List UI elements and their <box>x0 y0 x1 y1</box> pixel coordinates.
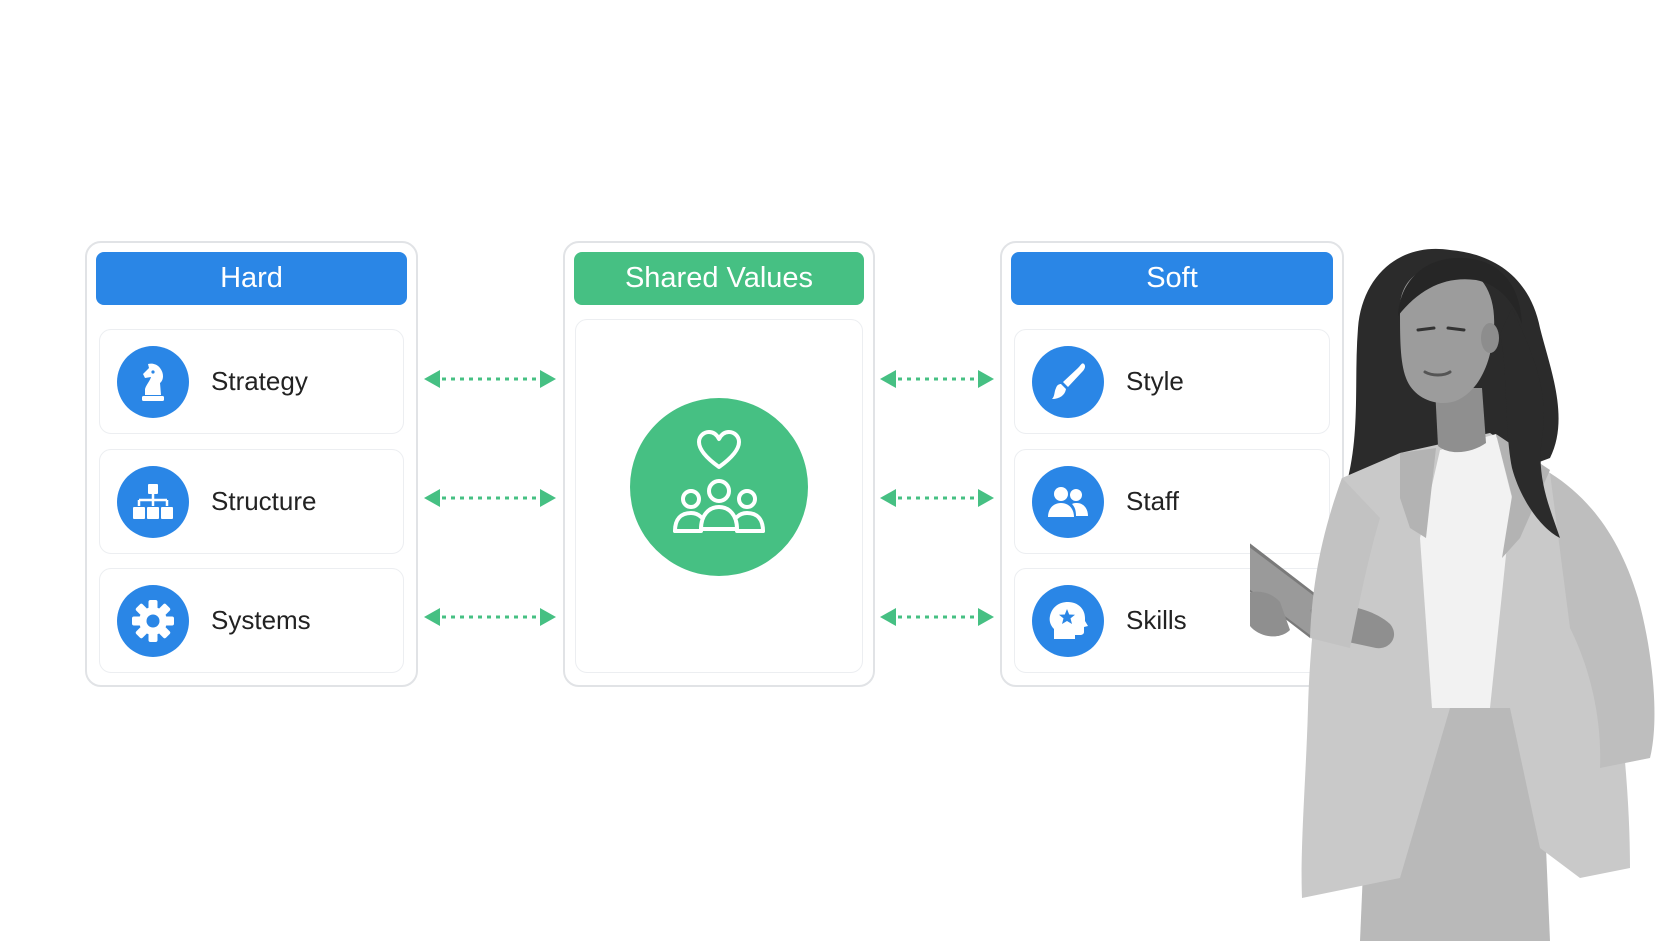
arrow-strategy-shared <box>424 370 556 388</box>
shared-values-header: Shared Values <box>574 252 864 305</box>
staff-card: Staff <box>1014 449 1330 554</box>
gear-icon <box>117 584 189 657</box>
shared-values-body <box>575 319 863 673</box>
style-card: Style <box>1014 329 1330 434</box>
hard-panel: Hard Strategy Structure <box>85 241 418 687</box>
soft-header: Soft <box>1011 252 1333 305</box>
people-icon <box>1032 465 1104 538</box>
head-star-icon <box>1032 584 1104 657</box>
arrow-systems-shared <box>424 608 556 626</box>
soft-title: Soft <box>1146 262 1198 294</box>
strategy-card: Strategy <box>99 329 404 434</box>
systems-label: Systems <box>211 605 311 635</box>
org-chart-icon <box>117 465 189 538</box>
hard-title: Hard <box>220 262 283 294</box>
hard-header: Hard <box>96 252 407 305</box>
arrow-shared-style <box>880 370 994 388</box>
structure-card: Structure <box>99 449 404 554</box>
paintbrush-icon <box>1032 345 1104 418</box>
arrow-structure-shared <box>424 489 556 507</box>
heart-people-icon <box>630 398 808 576</box>
chess-knight-icon <box>117 345 189 418</box>
structure-label: Structure <box>211 486 317 516</box>
shared-values-panel: Shared Values <box>563 241 875 687</box>
soft-panel: Soft Style Staff Skills <box>1000 241 1344 687</box>
woman-with-tablet-illustration <box>1250 248 1655 941</box>
shared-values-title: Shared Values <box>624 262 814 294</box>
skills-label: Skills <box>1126 605 1187 635</box>
arrow-shared-skills <box>880 608 994 626</box>
staff-label: Staff <box>1126 486 1180 516</box>
systems-card: Systems <box>99 568 404 673</box>
strategy-label: Strategy <box>211 366 308 396</box>
arrow-shared-staff <box>880 489 994 507</box>
style-label: Style <box>1126 366 1184 396</box>
